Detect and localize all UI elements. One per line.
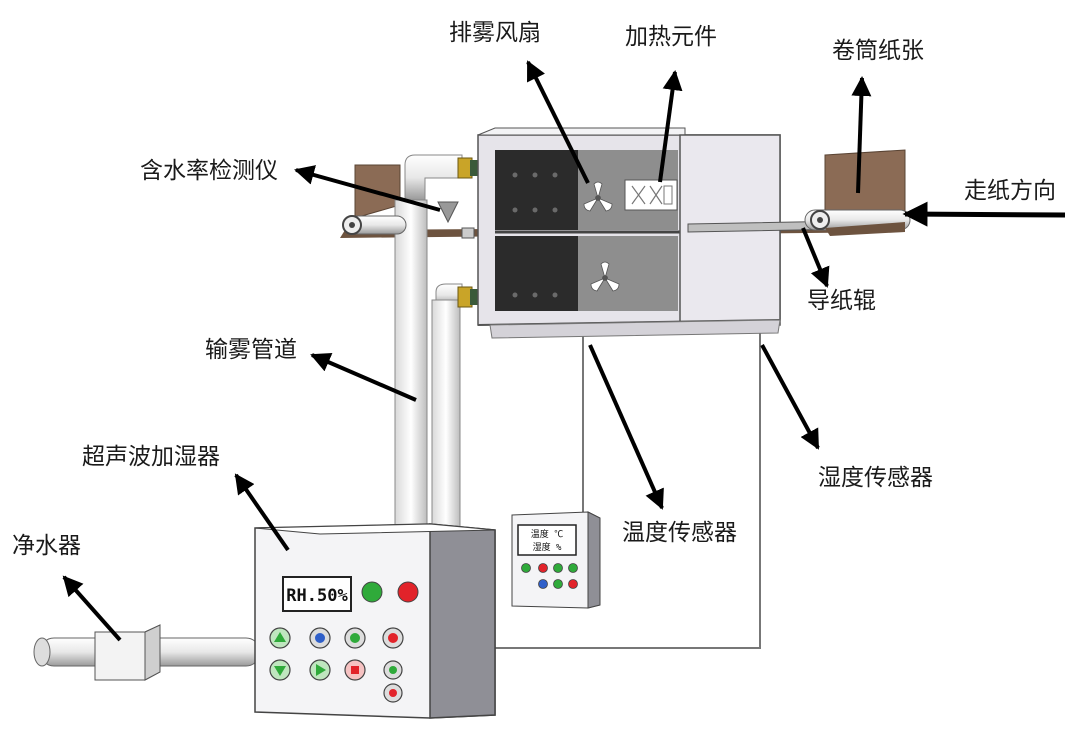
label-moisture-meter: 含水率检测仪 [140, 158, 278, 184]
arrow-mist-pipe [310, 352, 417, 402]
label-humidity-sensor: 湿度传感器 [818, 465, 933, 491]
guide-roller-right [687, 209, 911, 236]
fan-icon [583, 181, 620, 292]
arrow-temperature-sensor [588, 344, 664, 510]
sensor-lcd-line2: 湿度 % [533, 541, 562, 553]
arrow-paper-direction [902, 201, 1066, 227]
arrow-paper-roll [851, 76, 872, 194]
arrow-exhaust-fan [526, 60, 590, 184]
label-temperature-sensor: 温度传感器 [622, 520, 737, 546]
sensor-lcd-line1: 温度 ℃ [531, 528, 563, 540]
arrow-water-purifier [62, 575, 122, 642]
signal-wires [495, 325, 761, 649]
guide-roller-left [342, 215, 407, 235]
water-purifier [33, 624, 261, 681]
sensor-control-box: 温度 ℃ 湿度 % [511, 511, 601, 609]
label-exhaust-fan: 排雾风扇 [449, 20, 541, 46]
humidifier-lcd: RH.50% [286, 586, 348, 606]
arrow-down-icon [274, 666, 286, 676]
mist-pipe [394, 154, 478, 531]
pointer-arrows [62, 60, 1066, 642]
label-guide-roller: 导纸辊 [807, 288, 876, 314]
label-heating-element: 加热元件 [625, 24, 717, 50]
arrow-ultrasonic-humidifier [234, 473, 290, 552]
label-water-purifier: 净水器 [12, 533, 81, 559]
arrow-moisture-meter [294, 165, 441, 212]
arrow-humidity-sensor [760, 344, 820, 450]
label-mist-pipe: 输雾管道 [205, 337, 297, 363]
label-paper-roll: 卷筒纸张 [832, 38, 924, 64]
heater-icon [624, 179, 678, 211]
arrow-guide-roller [801, 227, 830, 288]
drying-chamber [477, 127, 781, 339]
label-paper-direction: 走纸方向 [964, 178, 1056, 204]
stop-icon [351, 666, 359, 674]
moisture-meter [437, 201, 475, 239]
play-icon [316, 664, 326, 676]
arrow-heating-element [658, 70, 683, 183]
ultrasonic-humidifier: RH.50% [254, 523, 496, 719]
arrow-up-icon [274, 632, 286, 642]
humidifier-buttons [269, 627, 404, 703]
label-ultrasonic-humidifier: 超声波加湿器 [82, 444, 220, 470]
